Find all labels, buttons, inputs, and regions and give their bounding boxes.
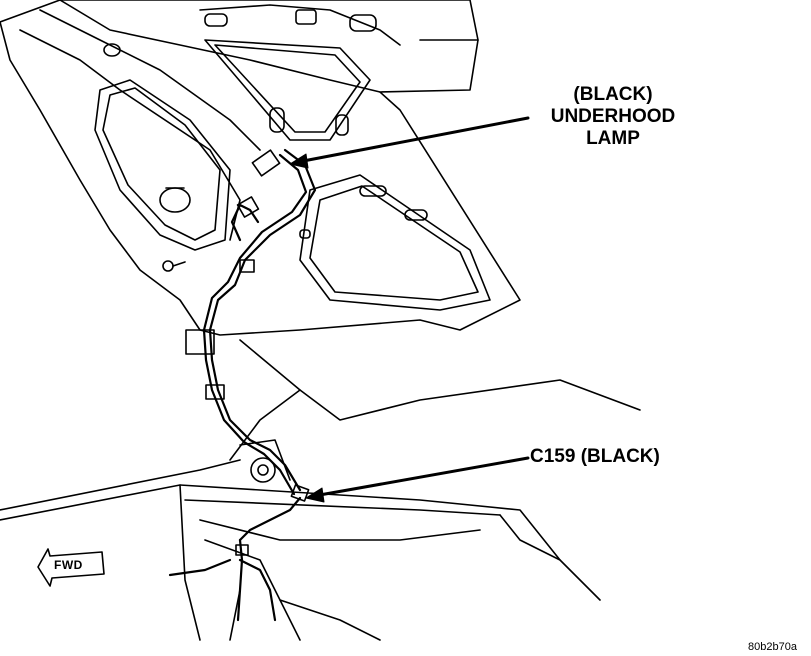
wiring-harness [168, 148, 317, 622]
figure-id: 80b2b70a [748, 641, 797, 653]
callout-line-1: (BLACK) [573, 84, 653, 105]
underhood-lamp-callout: (BLACK) UNDERHOOD LAMP [528, 84, 698, 150]
fwd-label: FWD [54, 558, 83, 572]
connectors [185, 149, 310, 556]
forward-arrow-icon [37, 548, 105, 587]
callout-line-3: LAMP [586, 128, 640, 149]
hood-panel [0, 0, 521, 336]
lamp-leader-line [296, 116, 530, 164]
callout-line-2: UNDERHOOD [550, 106, 676, 127]
c159-callout: C159 (BLACK) [530, 446, 660, 467]
c159-leader-line [312, 456, 530, 498]
c159-connector [290, 484, 310, 502]
body-structure [0, 339, 641, 641]
leader-lines [289, 116, 530, 503]
underhood-lamp-connector [251, 149, 281, 177]
